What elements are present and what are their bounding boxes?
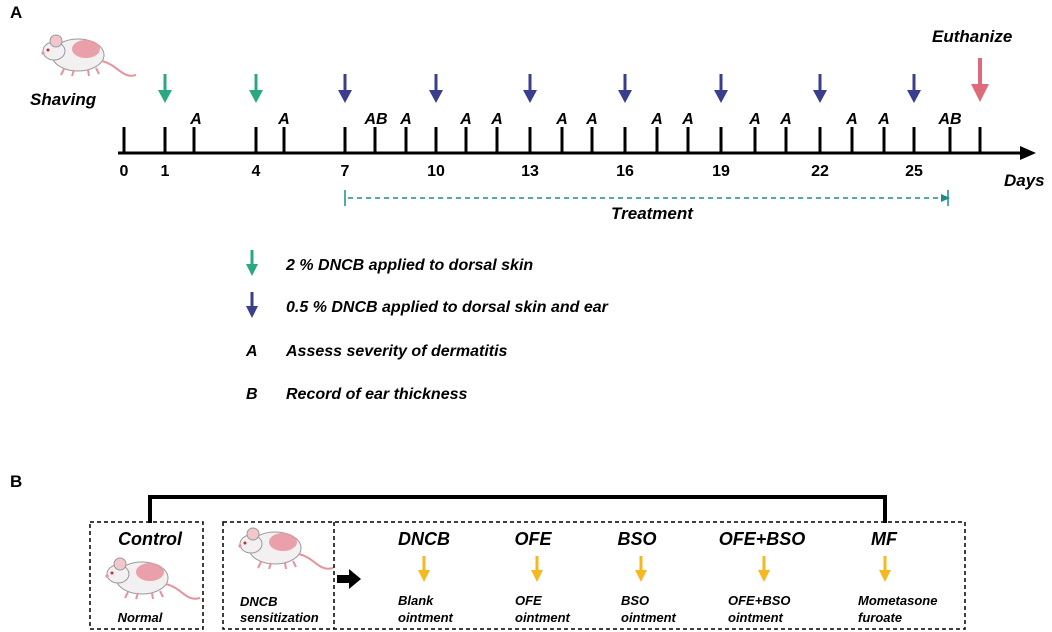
assessment-label: A — [748, 111, 761, 128]
right-arrow-icon — [337, 569, 361, 589]
treatment-groups-box — [222, 521, 966, 630]
assessment-label: A — [650, 111, 663, 128]
assessment-label: A — [877, 111, 890, 128]
shaving-label: Shaving — [30, 90, 97, 109]
blue-arrow-icon — [523, 74, 537, 103]
assessment-label: A — [779, 111, 792, 128]
day-label: 16 — [616, 163, 634, 180]
group-caption: ointment — [398, 610, 454, 625]
legend: 2 % DNCB applied to dorsal skin 0.5 % DN… — [245, 250, 609, 403]
group-caption: ointment — [515, 610, 571, 625]
assessment-label: A — [399, 111, 412, 128]
panel-a-label: A — [10, 3, 22, 22]
group-caption: furoate — [858, 610, 902, 625]
group-caption: BSO — [621, 593, 649, 608]
timeline — [118, 127, 1036, 160]
mouse-icon — [237, 527, 334, 570]
group-name: OFE+BSO — [719, 529, 806, 549]
timeline-arrowhead-icon — [1020, 146, 1036, 160]
sensitization-caption: sensitization — [240, 610, 319, 625]
mouse-icon — [40, 34, 137, 77]
assessment-label: A — [845, 111, 858, 128]
day-label: 22 — [811, 163, 829, 180]
group-caption: Blank — [398, 593, 434, 608]
sensitization-caption: DNCB — [240, 594, 278, 609]
blue-arrow-icon — [338, 74, 352, 103]
assessment-label: A — [555, 111, 568, 128]
assessment-label: A — [585, 111, 598, 128]
green-arrow-icon — [249, 74, 263, 103]
day-label: 0 — [120, 163, 129, 180]
group-name: OFE — [514, 529, 552, 549]
green-arrow-icon — [158, 74, 172, 103]
group-name: MF — [871, 529, 898, 549]
legend-text: 0.5 % DNCB applied to dorsal skin and ea… — [286, 299, 609, 316]
day-label: 7 — [341, 163, 350, 180]
day-label: 1 — [161, 163, 170, 180]
day-label: 19 — [712, 163, 730, 180]
treatment-label: Treatment — [611, 204, 694, 223]
assessment-label: A — [459, 111, 472, 128]
assessment-label: AB — [937, 111, 961, 128]
yellow-arrow-icon — [879, 556, 891, 582]
assessment-label: A — [277, 111, 290, 128]
yellow-arrow-icon — [758, 556, 770, 582]
panel-b-label: B — [10, 472, 22, 491]
mouse-icon — [104, 557, 201, 600]
group-name: BSO — [617, 529, 656, 549]
day-label: 10 — [427, 163, 445, 180]
assessment-label: AB — [363, 111, 387, 128]
group-name: DNCB — [398, 529, 450, 549]
red-arrow-icon — [971, 58, 989, 102]
yellow-arrow-icon — [531, 556, 543, 582]
assessment-label: A — [490, 111, 503, 128]
yellow-arrow-icon — [418, 556, 430, 582]
legend-symbol: B — [246, 386, 258, 403]
day-label: 25 — [905, 163, 923, 180]
blue-arrow-icon — [907, 74, 921, 103]
blue-arrow-icon — [246, 292, 258, 318]
days-axis-label: Days — [1004, 171, 1045, 190]
legend-symbol: A — [245, 343, 258, 360]
group-caption: ointment — [728, 610, 784, 625]
treatment-range — [344, 190, 950, 206]
group-caption: ointment — [621, 610, 677, 625]
blue-arrow-icon — [714, 74, 728, 103]
legend-text: 2 % DNCB applied to dorsal skin — [285, 257, 533, 274]
assessment-label: A — [681, 111, 694, 128]
legend-text: Record of ear thickness — [286, 386, 468, 403]
group-caption: OFE+BSO — [728, 593, 791, 608]
blue-arrow-icon — [429, 74, 443, 103]
group-caption: Mometasone — [858, 593, 937, 608]
group-bracket — [148, 495, 887, 523]
euthanize-label: Euthanize — [932, 27, 1012, 46]
yellow-arrow-icon — [635, 556, 647, 582]
assessment-label: A — [189, 111, 202, 128]
control-title: Control — [118, 529, 183, 549]
group-caption: OFE — [515, 593, 542, 608]
timeline-ticks — [122, 127, 982, 153]
blue-arrow-icon — [618, 74, 632, 103]
day-label: 4 — [252, 163, 261, 180]
blue-arrow-icon — [813, 74, 827, 103]
green-arrow-icon — [246, 250, 258, 276]
legend-text: Assess severity of dermatitis — [285, 343, 508, 360]
day-label: 13 — [521, 163, 539, 180]
control-box — [89, 521, 204, 630]
control-caption: Normal — [118, 610, 163, 625]
